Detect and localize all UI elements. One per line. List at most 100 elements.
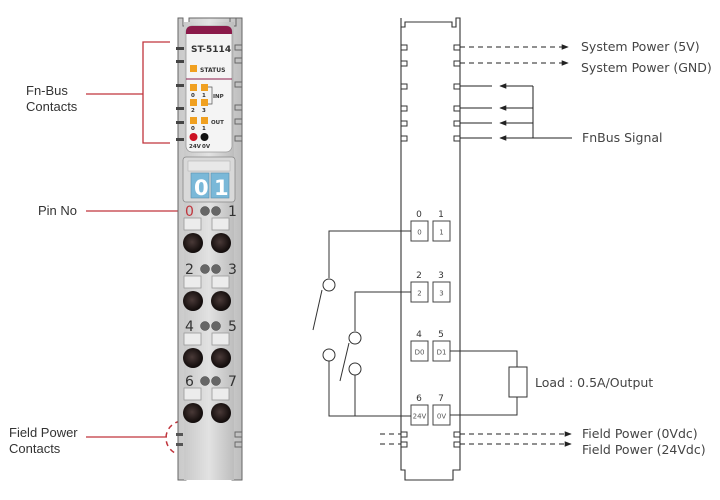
wire-output-0v <box>450 397 518 416</box>
release-button-0 <box>200 206 210 216</box>
release-button-3 <box>211 264 221 274</box>
terminal-label-slot-6 <box>183 387 202 401</box>
output-wiring <box>450 350 528 416</box>
switch-0-contact-bottom <box>322 348 336 362</box>
schematic-left-notches <box>401 44 408 448</box>
fnbus-bracket <box>142 41 170 144</box>
schematic-terminal-label-5: D1 <box>437 349 447 357</box>
connector-number-display: 0 1 <box>182 156 236 203</box>
release-button-7 <box>211 376 221 386</box>
connector-digit-0: 0 <box>194 176 209 200</box>
schematic-module-outline <box>400 17 461 481</box>
wire-input-2 <box>354 291 411 331</box>
release-button-1 <box>211 206 221 216</box>
power-label-24v: 24V <box>189 144 202 150</box>
release-button-6 <box>200 376 210 386</box>
terminal-label-slot-5 <box>211 332 230 346</box>
release-button-4 <box>200 321 210 331</box>
wire-entry-hole-6 <box>183 403 203 423</box>
fnbus-signal-lines <box>460 83 572 141</box>
fnbus-contacts-line2: Contacts <box>26 99 78 114</box>
schematic-pin-number-7: 7 <box>438 394 444 404</box>
terminal-label-slot-2 <box>183 275 202 289</box>
switch-0-contact-top <box>322 278 336 292</box>
module-pin-label-5: 5 <box>228 319 237 335</box>
inp-led-label-1: 1 <box>202 93 206 99</box>
inp-led-2 <box>190 99 197 106</box>
release-button-5 <box>211 321 221 331</box>
schematic-terminal-label-4: D0 <box>415 349 425 357</box>
schematic-terminal-label-3: 3 <box>439 290 443 298</box>
schematic-right-notches <box>453 44 460 448</box>
field-power-0v-label: Field Power (0Vdc) <box>582 426 698 441</box>
system-power-gnd-label: System Power (GND) <box>581 60 712 75</box>
schematic-pin-number-2: 2 <box>416 271 422 281</box>
inp-led-label-0: 0 <box>191 93 195 99</box>
out-led-0 <box>190 117 197 124</box>
system-power-lines <box>460 44 569 66</box>
out-led-1 <box>201 117 208 124</box>
module-pin-label-2: 2 <box>185 262 194 278</box>
wire-entry-hole-2 <box>183 291 203 311</box>
schematic-pin-number-6: 6 <box>416 394 422 404</box>
module-pin-label-0: 0 <box>185 204 194 220</box>
inp-led-1 <box>201 84 208 91</box>
schematic-terminal-label-1: 1 <box>439 229 443 237</box>
field-power-contacts-line1: Field Power <box>9 425 78 440</box>
inp-led-label-3: 3 <box>202 108 206 114</box>
module-pin-label-6: 6 <box>185 374 194 390</box>
wire-24v-common <box>328 361 411 417</box>
fnbus-signal-label: FnBus Signal <box>582 130 663 145</box>
switch-2-lever <box>339 342 350 382</box>
release-button-2 <box>200 264 210 274</box>
schematic-terminal-label-7: 0V <box>437 413 446 421</box>
out-led-label-1: 1 <box>202 126 206 132</box>
schematic-terminal-1 <box>432 220 451 242</box>
inp-label: INP <box>213 94 224 100</box>
field-power-contacts-line2: Contacts <box>9 441 61 456</box>
schematic-pin-number-1: 1 <box>438 210 444 220</box>
switch-0-lever <box>312 289 323 331</box>
out-leds: OUT 0 1 <box>190 117 224 132</box>
system-power-5v-label: System Power (5V) <box>581 39 700 54</box>
wire-entry-hole-3 <box>211 291 231 311</box>
terminal-label-slot-3 <box>211 275 230 289</box>
status-label: STATUS <box>200 67 225 74</box>
pin-no-label: Pin No <box>38 203 78 218</box>
wire-entry-hole-0 <box>183 233 203 253</box>
load-label: Load : 0.5A/Output <box>535 375 653 390</box>
wire-output-d1 <box>450 350 518 367</box>
model-name: ST-5114 <box>191 45 231 55</box>
input-wiring <box>312 230 411 417</box>
status-led <box>190 65 197 72</box>
module-pin-label-1: 1 <box>228 204 237 220</box>
schematic-terminal-label-6: 24V <box>413 413 427 421</box>
field-power-contacts <box>176 433 183 446</box>
wire-entry-hole-1 <box>211 233 231 253</box>
power-led-0v <box>200 133 209 141</box>
schematic-terminal-label-2: 2 <box>417 290 421 298</box>
inp-leds: 0 1 2 3 INP <box>190 84 224 114</box>
wire-entry-hole-5 <box>211 348 231 368</box>
power-led-24v <box>189 133 198 141</box>
schematic-pin-number-4: 4 <box>416 330 422 340</box>
module-pin-label-4: 4 <box>185 319 194 335</box>
schematic-pin-number-5: 5 <box>438 330 444 340</box>
wire-input-0 <box>328 230 411 278</box>
schematic-pin-number-3: 3 <box>438 271 444 281</box>
fnbus-contacts-line1: Fn-Bus <box>26 83 68 98</box>
right-notches <box>234 44 242 448</box>
field-power-24v-label: Field Power (24Vdc) <box>582 442 706 457</box>
load-box <box>508 366 528 398</box>
wire-entry-hole-7 <box>211 403 231 423</box>
inp-led-label-2: 2 <box>191 108 195 114</box>
switch-2-contact-bottom <box>348 362 362 376</box>
terminal-label-slot-1 <box>211 217 230 231</box>
fnbus-contacts <box>176 47 184 141</box>
out-label: OUT <box>211 120 224 126</box>
wire-entry-hole-4 <box>183 348 203 368</box>
power-leds: 24V 0V <box>189 133 211 150</box>
